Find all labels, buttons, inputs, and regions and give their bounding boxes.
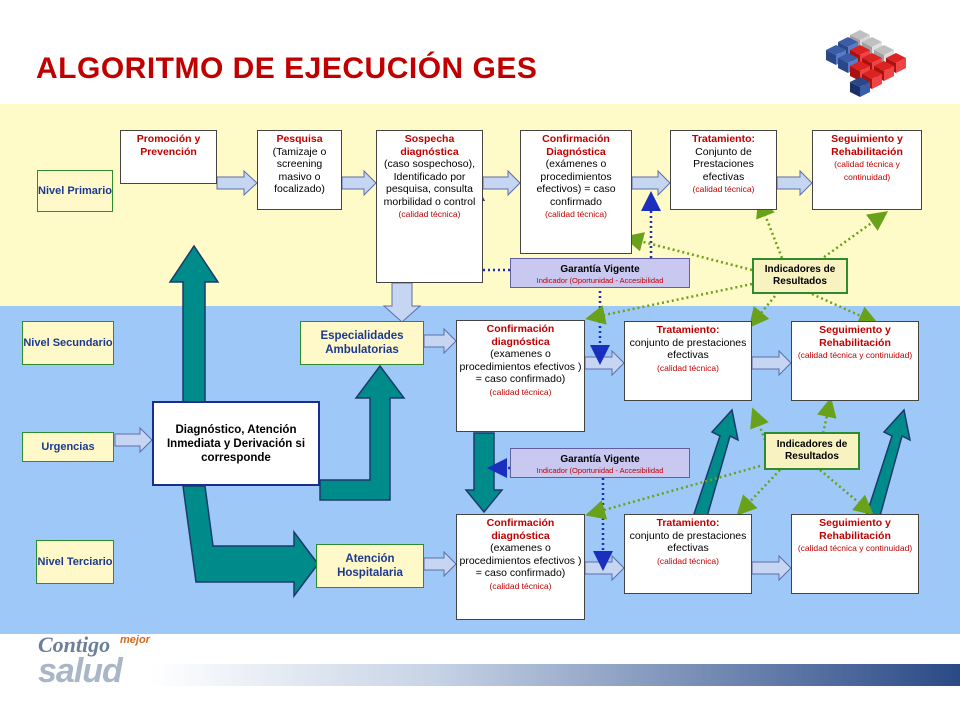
tratamiento-secundario-body: conjunto de prestaciones efectivas: [629, 336, 747, 362]
garantia-label: Garantía Vigente: [560, 454, 640, 465]
tratamiento-primario-title: Tratamiento:: [691, 133, 755, 145]
pesquisa-title: Pesquisa: [276, 133, 323, 145]
tratamiento-primario-box: Tratamiento: Conjunto de Prestaciones ef…: [670, 130, 777, 210]
level-terciario-label: Nivel Terciario: [36, 540, 114, 584]
tratamiento-primario-note: (calidad técnica): [692, 184, 755, 194]
seguimiento-secundario-title: Seguimiento y Rehabilitación: [819, 324, 891, 349]
confirmacion-secundaria-title: Confirmación diagnóstica: [486, 323, 555, 348]
footer-gradient-bar: [150, 664, 960, 686]
level-urgencias-label: Urgencias: [22, 432, 114, 462]
government-logo-icon: [826, 30, 906, 97]
confirmacion-primaria-title: Confirmación Diagnóstica: [542, 133, 610, 158]
seguimiento-primario-note: (calidad técnica y continuidad): [834, 159, 900, 182]
indicadores-resultados-secundario: Indicadores de Resultados: [764, 432, 860, 470]
especialidades-ambulatorias-box: Especialidades Ambulatorias: [300, 321, 424, 365]
tratamiento-secundario-title: Tratamiento:: [656, 324, 720, 336]
tratamiento-terciario-note: (calidad técnica): [657, 555, 719, 566]
confirmacion-primaria-box: Confirmación Diagnóstica (exámenes o pro…: [520, 130, 632, 254]
confirmacion-primaria-note: (calidad técnica): [545, 209, 607, 219]
promocion-text: Promoción y Prevención: [136, 133, 201, 158]
logo-word-salud: salud: [38, 652, 123, 690]
sospecha-box: Sospecha diagnóstica (caso sospechoso), …: [376, 130, 483, 283]
garantia-vigente-terciaria: Garantía Vigente Indicador (Oportunidad …: [510, 448, 690, 478]
contigo-mejor-salud-logo: Contigo mejor salud: [36, 630, 156, 690]
seguimiento-terciario-box: Seguimiento y Rehabilitación (calidad té…: [791, 514, 919, 594]
tratamiento-terciario-box: Tratamiento: conjunto de prestaciones ef…: [624, 514, 752, 594]
diagnostico-box: Diagnóstico, Atención Inmediata y Deriva…: [152, 401, 320, 486]
seguimiento-terciario-title: Seguimiento y Rehabilitación: [819, 517, 891, 542]
confirmacion-terciaria-body: (examenes o procedimientos efectivos ) =…: [459, 542, 582, 579]
page-title: ALGORITMO DE EJECUCIÓN GES: [36, 52, 538, 85]
seguimiento-secundario-note: (calidad técnica y continuidad): [797, 350, 913, 360]
tratamiento-primario-body: Conjunto de Prestaciones efectivas: [693, 145, 754, 183]
garantia-sub: Indicador (Oportunidad - Accesibilidad: [536, 276, 664, 285]
garantia-label: Garantía Vigente: [560, 264, 640, 275]
confirmacion-secundaria-box: Confirmación diagnóstica (examenes o pro…: [456, 320, 585, 432]
seguimiento-secundario-box: Seguimiento y Rehabilitación (calidad té…: [791, 321, 919, 401]
atencion-hospitalaria-box: Atención Hospitalaria: [316, 544, 424, 588]
level-secundario-label: Nivel Secundario: [22, 321, 114, 365]
tratamiento-terciario-body: conjunto de prestaciones efectivas: [629, 529, 747, 555]
pesquisa-body: (Tamizaje o screening masivo o focalizad…: [272, 145, 327, 196]
confirmacion-terciaria-title: Confirmación diagnóstica: [486, 517, 555, 542]
seguimiento-terciario-note: (calidad técnica y continuidad): [797, 543, 913, 553]
confirmacion-primaria-body: (exámenes o procedimientos efectivos) = …: [536, 158, 616, 208]
confirmacion-terciaria-note: (calidad técnica): [489, 580, 552, 591]
confirmacion-secundaria-note: (calidad técnica): [489, 386, 552, 397]
sospecha-title: Sospecha diagnóstica: [400, 133, 459, 158]
block-arrows-primary: [114, 169, 813, 582]
seguimiento-primario-box: Seguimiento y Rehabilitación (calidad té…: [812, 130, 922, 210]
sospecha-body: (caso sospechoso), Identificado por pesq…: [383, 158, 476, 208]
level-primario-label: Nivel Primario: [37, 170, 113, 212]
garantia-vigente-primaria: Garantía Vigente Indicador (Oportunidad …: [510, 258, 690, 288]
tratamiento-secundario-box: Tratamiento: conjunto de prestaciones ef…: [624, 321, 752, 401]
confirmacion-terciaria-box: Confirmación diagnóstica (examenes o pro…: [456, 514, 585, 620]
confirmacion-secundaria-body: (examenes o procedimientos efectivos ) =…: [459, 348, 582, 385]
tratamiento-terciario-title: Tratamiento:: [656, 517, 720, 529]
promocion-box: Promoción y Prevención: [120, 130, 217, 184]
logo-word-mejor: mejor: [120, 634, 150, 646]
garantia-sub: Indicador (Oportunidad - Accesibilidad: [536, 466, 664, 475]
seguimiento-primario-title: Seguimiento y Rehabilitación: [831, 133, 903, 158]
logo-word-contigo: Contigo: [38, 632, 111, 657]
pesquisa-box: Pesquisa (Tamizaje o screening masivo o …: [257, 130, 342, 210]
indicadores-resultados-primario: Indicadores de Resultados: [752, 258, 848, 294]
tratamiento-secundario-note: (calidad técnica): [657, 362, 719, 373]
sospecha-note: (calidad técnica): [398, 209, 461, 219]
